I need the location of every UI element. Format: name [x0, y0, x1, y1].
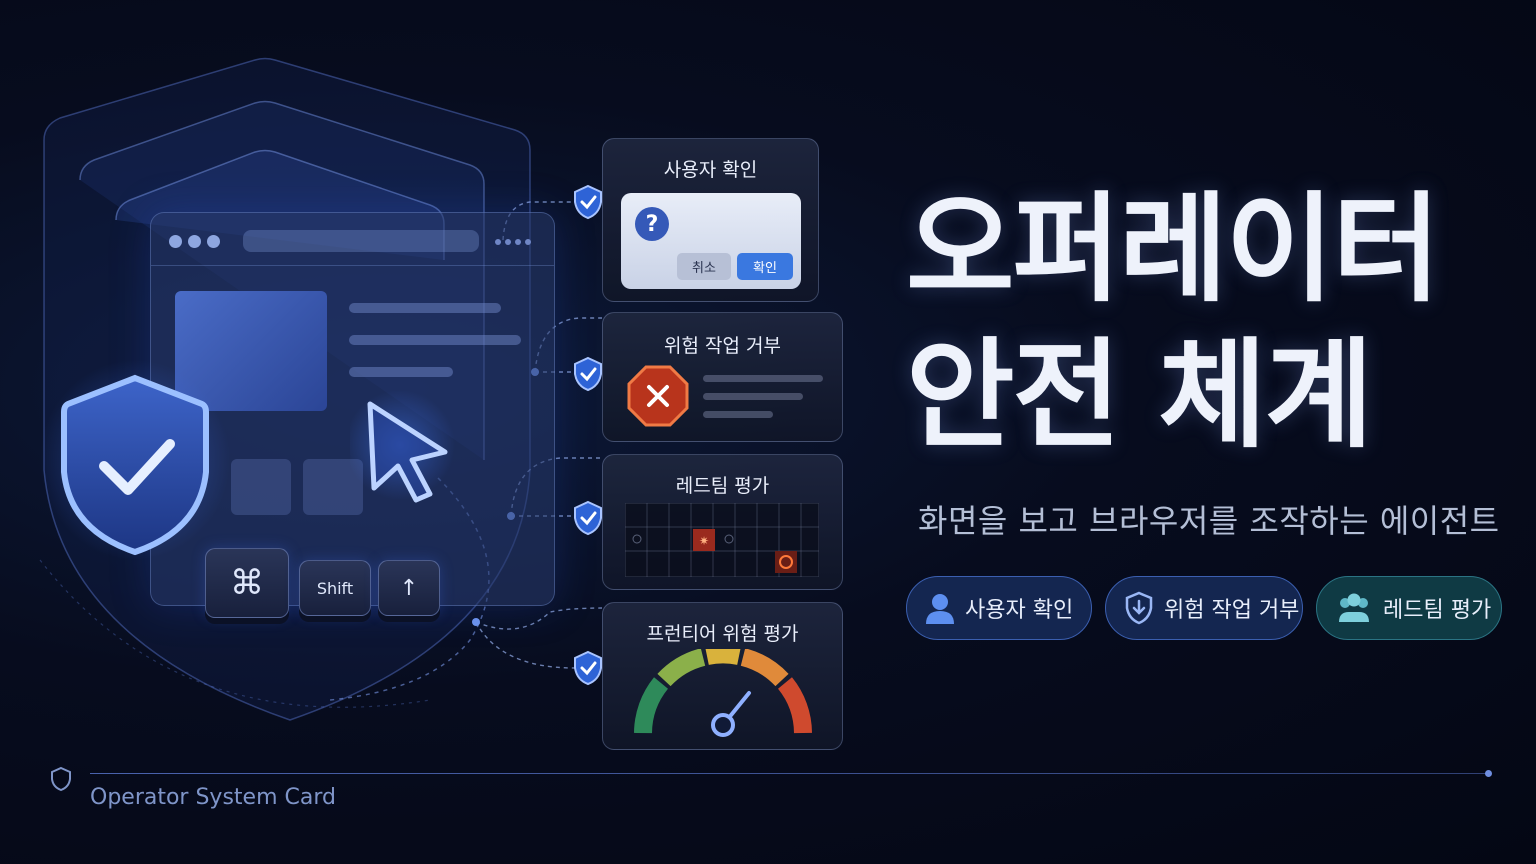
footer-divider [90, 773, 1488, 774]
text-line [703, 375, 823, 382]
text-line [349, 335, 521, 345]
hero-title-line1: 오퍼레이터 [906, 180, 1441, 318]
footer-label: Operator System Card [90, 785, 336, 810]
cancel-button[interactable]: 취소 [677, 253, 731, 280]
user-icon [926, 594, 954, 624]
up-arrow-key: ↑ [378, 560, 440, 616]
badge-check-icon [574, 184, 602, 220]
window-dot [188, 235, 201, 248]
shield-icon [1125, 591, 1153, 625]
menu-dot [525, 239, 531, 245]
badge-check-icon [574, 500, 602, 536]
grid-target-icon: ✷ [625, 503, 819, 577]
shift-key: Shift [299, 560, 371, 616]
confirm-button[interactable]: 확인 [737, 253, 793, 280]
pill-label: 위험 작업 거부 [1164, 598, 1300, 623]
pill-label: 사용자 확인 [965, 598, 1074, 623]
shield-outline-icon [51, 766, 71, 792]
panel-title: 위험 작업 거부 [664, 335, 781, 357]
text-line [703, 411, 773, 418]
pill-label: 레드팀 평가 [1383, 598, 1492, 623]
tile-placeholder [231, 459, 291, 515]
stop-x-icon [627, 365, 689, 427]
address-bar [243, 230, 479, 252]
question-icon: ? [635, 207, 669, 241]
window-dot [169, 235, 182, 248]
text-line [703, 393, 803, 400]
panel-frontier: 프런티어 위험 평가 [602, 602, 843, 750]
panel-user-confirm: 사용자 확인 ? 취소 확인 [602, 138, 819, 302]
pill-redteam[interactable]: 레드팀 평가 [1316, 576, 1502, 640]
menu-dot [505, 239, 511, 245]
footer-dot [1485, 770, 1492, 777]
hero-title-line2: 안전 체계 [906, 326, 1373, 464]
cursor-arrow-icon [350, 390, 455, 503]
window-dot [207, 235, 220, 248]
text-line [349, 303, 501, 313]
pill-refuse-risky[interactable]: 위험 작업 거부 [1105, 576, 1303, 640]
command-key: ⌘ [205, 548, 289, 618]
panel-title: 프런티어 위험 평가 [646, 623, 799, 645]
gauge-icon [634, 649, 812, 737]
panel-refuse-risky: 위험 작업 거부 [602, 312, 843, 442]
hero-subtitle: 화면을 보고 브라우저를 조작하는 에이전트 [918, 502, 1500, 540]
panel-title: 레드팀 평가 [675, 475, 770, 497]
group-icon [1339, 593, 1369, 622]
toolbar-divider [151, 265, 554, 266]
badge-check-icon [574, 356, 602, 392]
text-line [349, 367, 453, 377]
svg-text:✷: ✷ [699, 534, 709, 548]
confirm-dialog: ? 취소 확인 [621, 193, 801, 289]
menu-dot [495, 239, 501, 245]
panel-redteam: 레드팀 평가 ✷ [602, 454, 843, 590]
menu-dot [515, 239, 521, 245]
pill-user-confirm[interactable]: 사용자 확인 [906, 576, 1092, 640]
shield-check-icon [40, 360, 230, 560]
panel-title: 사용자 확인 [663, 159, 758, 181]
badge-check-icon [574, 650, 602, 686]
